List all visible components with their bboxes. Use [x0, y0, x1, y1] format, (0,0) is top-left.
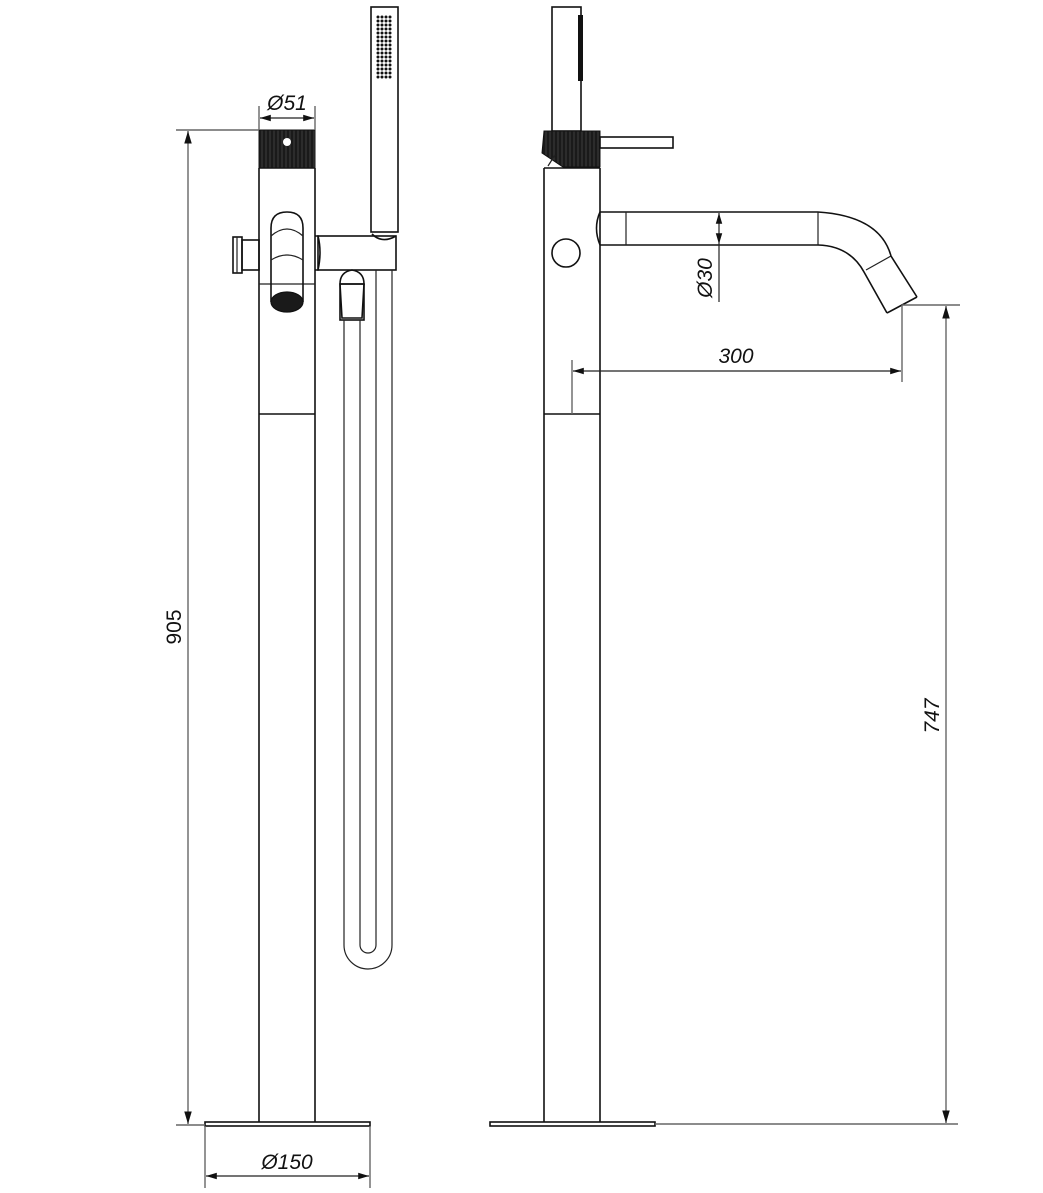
side-hand-shower — [551, 6, 583, 132]
front-dimensions: Ø51 905 Ø150 — [163, 92, 371, 1188]
front-hose — [343, 270, 393, 970]
dim-outlet-height: 747 — [921, 697, 944, 733]
side-base-plate — [489, 1121, 656, 1127]
side-lever — [599, 136, 674, 149]
spray-nozzles — [376, 15, 392, 79]
side-dimensions: Ø30 300 747 — [571, 213, 960, 1125]
front-knurled-handle — [258, 129, 316, 169]
front-hand-shower — [370, 6, 399, 233]
dim-spout-diameter: Ø30 — [694, 258, 717, 299]
front-shower-holder — [315, 233, 397, 321]
front-view — [204, 6, 399, 1127]
dim-base-diameter: Ø150 — [260, 1151, 313, 1174]
dim-spout-reach: 300 — [718, 345, 753, 368]
front-base-plate — [204, 1121, 371, 1127]
side-column — [543, 167, 601, 1122]
dim-handle-diameter: Ø51 — [266, 92, 307, 115]
side-knurled-handle — [541, 130, 601, 168]
front-left-connector — [232, 236, 260, 274]
dim-total-height: 905 — [163, 609, 186, 644]
side-spout — [595, 211, 918, 314]
front-lever — [270, 211, 304, 313]
side-view — [489, 6, 918, 1127]
